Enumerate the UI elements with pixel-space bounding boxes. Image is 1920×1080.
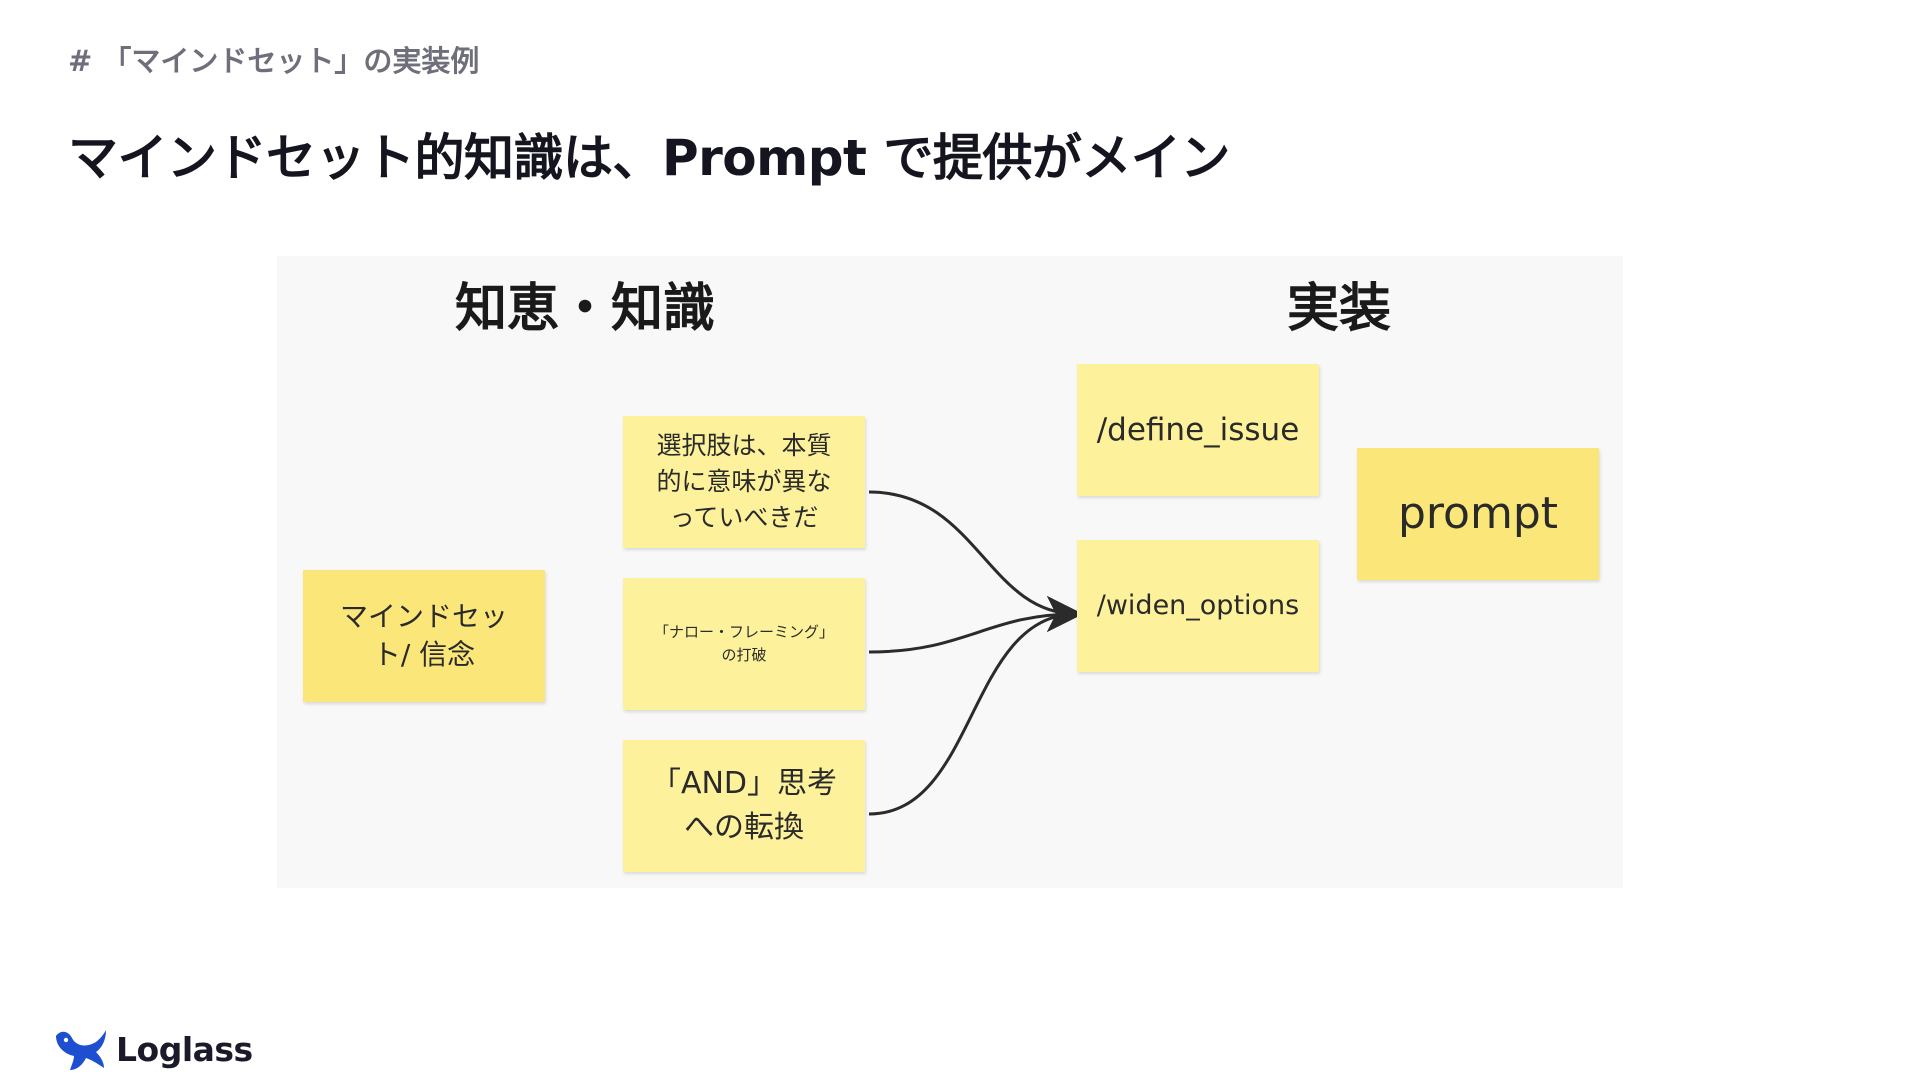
note-and-thinking-text: 「AND」思考 への転換 bbox=[650, 766, 838, 845]
note-define-issue-text: /define_issue bbox=[1096, 412, 1300, 448]
slide-title: マインドセット的知識は、Prompt で提供がメイン bbox=[68, 129, 1230, 187]
note-prompt: prompt bbox=[1357, 448, 1599, 580]
note-mindset-text: マインドセット/ 信念 bbox=[339, 600, 508, 671]
note-mindset: マインドセット/ 信念 bbox=[303, 570, 545, 702]
arrow-narrow-to-widen bbox=[868, 596, 1083, 654]
note-widen-options-text: /widen_options bbox=[1096, 590, 1300, 621]
note-narrow-framing-text: 「ナロー・フレーミング」 の打破 bbox=[653, 623, 834, 664]
note-choices: 選択肢は、本質 的に意味が異な っていべきだ bbox=[623, 416, 865, 548]
whale-icon bbox=[56, 1030, 106, 1070]
heading-implementation: 実装 bbox=[1286, 279, 1392, 339]
note-widen-options: /widen_options bbox=[1077, 540, 1319, 672]
diagram-panel: 知恵・知識 実装 マインドセット/ 信念 選択肢は、本質 的に意味が異な ってい… bbox=[277, 256, 1623, 888]
arrow-choices-to-widen bbox=[868, 490, 1083, 632]
heading-knowledge: 知恵・知識 bbox=[454, 279, 716, 339]
arrow-and-to-widen bbox=[868, 596, 1083, 816]
note-define-issue: /define_issue bbox=[1077, 364, 1319, 496]
note-prompt-text: prompt bbox=[1397, 488, 1558, 539]
section-tag: # 「マインドセット」の実装例 bbox=[68, 44, 480, 78]
note-narrow-framing: 「ナロー・フレーミング」 の打破 bbox=[623, 578, 865, 710]
connector-arrows bbox=[868, 490, 1083, 816]
brand-logo: Loglass bbox=[52, 1026, 253, 1072]
logo-text: Loglass bbox=[116, 1029, 253, 1069]
note-choices-text: 選択肢は、本質 的に意味が異な っていべきだ bbox=[656, 431, 832, 532]
note-and-thinking: 「AND」思考 への転換 bbox=[623, 740, 865, 872]
